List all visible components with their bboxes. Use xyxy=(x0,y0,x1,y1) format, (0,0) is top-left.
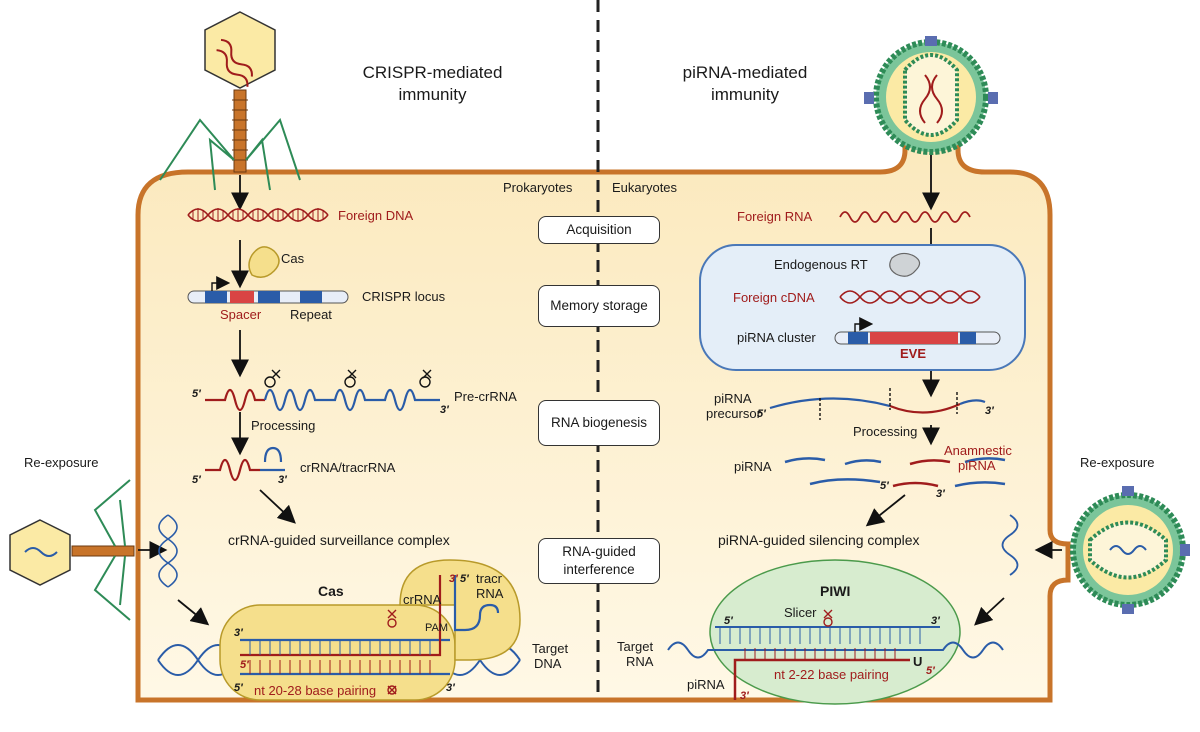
end-5-bottom-left: 5′ xyxy=(234,682,243,694)
label-reexposure-left: Re-exposure xyxy=(24,455,99,470)
foreign-rna-strand xyxy=(839,211,971,223)
end-3-pirna-guide: 3′ xyxy=(740,690,749,702)
label-pirna-precursor-1: piRNA xyxy=(714,391,752,406)
label-piwi: PIWI xyxy=(820,583,851,599)
end-5-precursor: 5′ xyxy=(757,408,766,420)
label-target-dna-2: DNA xyxy=(534,656,562,671)
pirna-fragments xyxy=(784,457,1006,488)
stage-memory-storage: Memory storage xyxy=(538,285,660,327)
end-3-crrna-complex: 3′ xyxy=(449,573,458,585)
stage-rna-biogenesis: RNA biogenesis xyxy=(538,400,660,446)
pirna-precursor-strand xyxy=(769,388,986,420)
label-target-rna-2: RNA xyxy=(626,654,654,669)
label-eve: EVE xyxy=(900,346,927,361)
phage-reexposure-left xyxy=(9,479,135,621)
label-foreign-dna: Foreign DNA xyxy=(338,208,414,223)
pre-crrna xyxy=(205,369,440,412)
end-3-bottom-right: 3′ xyxy=(446,682,455,694)
piwi-complex xyxy=(709,559,961,705)
virus-top xyxy=(864,36,998,155)
small-helix-left xyxy=(158,514,178,588)
end-3-precursor: 3′ xyxy=(985,405,994,417)
label-pirna-precursor-2: precursor xyxy=(706,406,761,421)
cas-complex-lobe xyxy=(399,559,521,661)
label-pirna-cluster: piRNA cluster xyxy=(737,330,816,345)
label-processing-right: Processing xyxy=(853,424,918,439)
end-5-pirna-guide: 5′ xyxy=(926,665,935,677)
end-3-anamnestic: 3′ xyxy=(936,488,945,500)
label-nt20-28: nt 20-28 base pairing xyxy=(254,683,377,698)
end-3-crrna: 3′ xyxy=(278,474,287,486)
label-pre-crrna: Pre-crRNA xyxy=(454,389,517,404)
label-crrna-tracrrna: crRNA/tracrRNA xyxy=(300,460,396,475)
foreign-cdna-helix xyxy=(839,290,981,304)
label-pirna: piRNA xyxy=(734,459,772,474)
cas-protein xyxy=(248,246,280,278)
label-u: U xyxy=(913,654,923,669)
label-spacer: Spacer xyxy=(220,307,262,322)
label-endogenous-rt: Endogenous RT xyxy=(774,257,868,272)
endogenous-rt-icon xyxy=(889,252,921,277)
label-target-rna-1: Target xyxy=(617,639,654,654)
title-pirna: piRNA-mediated immunity xyxy=(682,63,808,105)
label-pirna-strand: piRNA xyxy=(687,677,725,692)
end-5-crrna: 5′ xyxy=(192,474,201,486)
label-rna: RNA xyxy=(476,586,504,601)
label-tracr: tracr xyxy=(476,571,502,586)
end-5-guide-left: 5′ xyxy=(240,659,249,671)
end-5-target-rna: 5′ xyxy=(724,615,733,627)
label-processing-left: Processing xyxy=(251,418,316,433)
label-crispr-locus: CRISPR locus xyxy=(362,289,446,304)
label-slicer: Slicer xyxy=(784,605,817,620)
target-rna-strands xyxy=(667,609,1004,700)
virus-reexposure-right xyxy=(1070,486,1190,614)
label-anamnestic-2: piRNA xyxy=(958,458,996,473)
label-foreign-cdna: Foreign cDNA xyxy=(733,290,815,305)
title-crispr: CRISPR-mediated immunity xyxy=(362,63,503,105)
crispr-locus-bar xyxy=(187,276,349,304)
label-cas: Cas xyxy=(281,251,305,266)
label-pam: PAM xyxy=(425,622,449,634)
stage-acquisition: Acquisition xyxy=(538,216,660,244)
label-prokaryotes: Prokaryotes xyxy=(503,180,573,195)
label-anamnestic-1: Anamnestic xyxy=(944,443,1012,458)
label-target-dna-1: Target xyxy=(532,641,569,656)
small-rna-right xyxy=(1001,514,1019,576)
label-reexposure-right: Re-exposure xyxy=(1080,455,1155,470)
end-3-top-left: 3′ xyxy=(234,627,243,639)
end-5-anamnestic: 5′ xyxy=(880,480,889,492)
label-eukaryotes: Eukaryotes xyxy=(612,180,678,195)
cas-complex-strands xyxy=(240,575,500,695)
foreign-dna-helix xyxy=(187,208,329,222)
phage-top xyxy=(159,11,301,191)
end-5-precrrna: 5′ xyxy=(192,388,201,400)
label-cas-complex: Cas xyxy=(318,583,344,599)
label-crrna: crRNA xyxy=(403,592,442,607)
label-repeat: Repeat xyxy=(290,307,332,322)
end-5-tracr: 5′ xyxy=(460,573,469,585)
end-3-target-rna: 3′ xyxy=(931,615,940,627)
label-surveillance-complex: crRNA-guided surveillance complex xyxy=(228,532,450,548)
crrna-tracrrna-icon xyxy=(205,446,285,482)
pirna-cluster-bar xyxy=(834,317,1001,345)
label-nt2-22: nt 2-22 base pairing xyxy=(774,667,889,682)
end-3-precrrna: 3′ xyxy=(440,404,449,416)
stage-rna-guided-interference: RNA-guided interference xyxy=(538,538,660,584)
label-foreign-rna: Foreign RNA xyxy=(737,209,813,224)
label-silencing-complex: piRNA-guided silencing complex xyxy=(718,532,920,548)
